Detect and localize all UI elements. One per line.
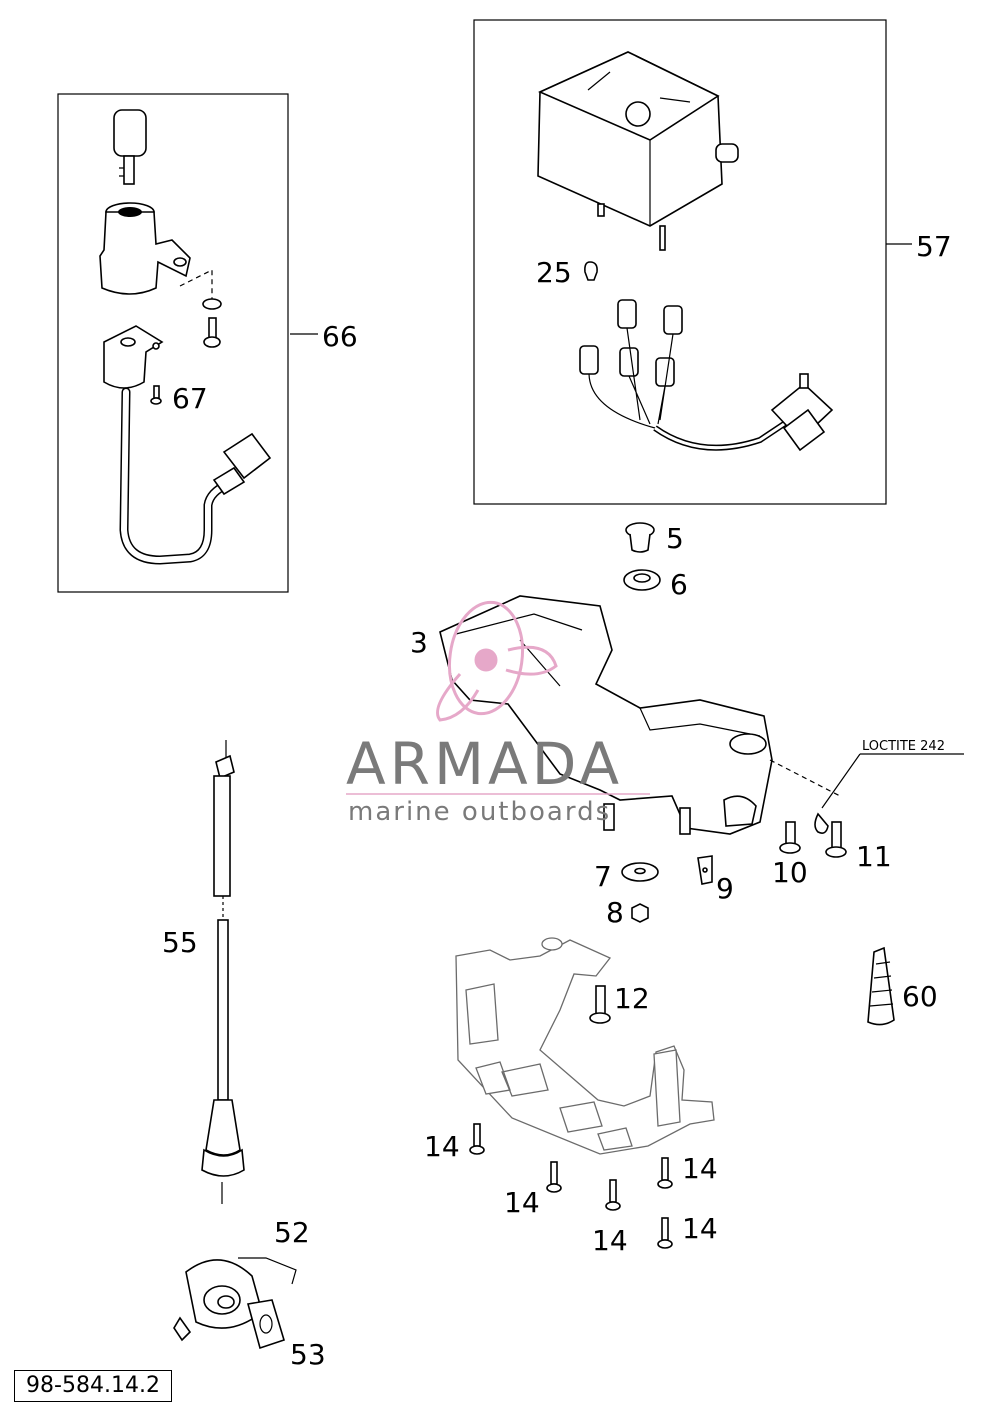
loctite-drop (814, 812, 829, 834)
clip-9 (697, 855, 713, 885)
screw-14c (605, 1179, 621, 1211)
nut-8 (631, 903, 649, 923)
indicator-bulb (584, 261, 598, 281)
callout-14-b: 14 (504, 1186, 540, 1219)
screw (203, 317, 221, 348)
screw-14b (546, 1161, 562, 1193)
callout-14-e: 14 (682, 1212, 718, 1245)
speedometer-housing (537, 51, 739, 251)
rubber-bushing-6 (623, 569, 661, 591)
callout-7: 7 (594, 860, 612, 893)
screw-14e (657, 1217, 673, 1249)
callout-55: 55 (162, 926, 198, 959)
washer (202, 298, 222, 310)
screw-10 (779, 821, 801, 854)
screw-12 (589, 985, 611, 1024)
callout-67: 67 (172, 382, 208, 415)
callout-8: 8 (606, 896, 624, 929)
propeller-icon (436, 600, 558, 722)
callout-66: 66 (322, 320, 358, 353)
callout-60: 60 (902, 980, 938, 1013)
callout-52: 52 (274, 1216, 310, 1249)
ignition-lock-group-frame (57, 93, 289, 593)
callout-14-d: 14 (682, 1152, 718, 1185)
watermark-brand: ARMADA (346, 730, 623, 798)
sealant-tube (867, 946, 895, 1026)
ignition-lock-cylinder (99, 202, 191, 295)
watermark-logo: ARMADA marine outboards (346, 600, 650, 827)
callout-6: 6 (670, 568, 688, 601)
callout-12: 12 (614, 982, 650, 1015)
speedometer-cable (201, 740, 245, 1204)
small-screw (150, 385, 162, 405)
callout-14-c: 14 (592, 1224, 628, 1257)
callout-11: 11 (856, 840, 892, 873)
rubber-bushing-5 (625, 522, 655, 553)
callout-14-a: 14 (424, 1130, 460, 1163)
speedometer-drive (173, 1259, 263, 1342)
drive-gasket (246, 1299, 285, 1350)
bulb-sockets-wiring (579, 299, 834, 452)
ignition-switch (103, 325, 164, 389)
callout-5: 5 (666, 522, 684, 555)
ignition-cable (119, 387, 233, 565)
ignition-connector (212, 432, 272, 496)
reference-code: 98-584.14.2 (14, 1370, 172, 1402)
watermark-tagline: marine outboards (348, 797, 611, 827)
callout-9: 9 (716, 872, 734, 905)
callout-10: 10 (772, 856, 808, 889)
loctite-note: LOCTITE 242 (862, 739, 945, 754)
callout-53: 53 (290, 1338, 326, 1371)
screw-14a (469, 1123, 485, 1155)
instrument-mounting-plate (455, 937, 715, 1155)
callout-25: 25 (536, 256, 572, 289)
callout-3: 3 (410, 626, 428, 659)
instrument-group-frame (473, 19, 887, 505)
ignition-key (113, 109, 147, 185)
screw-14d (657, 1157, 673, 1189)
dashed-guide-line (179, 269, 213, 300)
washer-7 (621, 862, 659, 882)
callout-57: 57 (916, 230, 952, 263)
screw-11 (825, 821, 847, 858)
